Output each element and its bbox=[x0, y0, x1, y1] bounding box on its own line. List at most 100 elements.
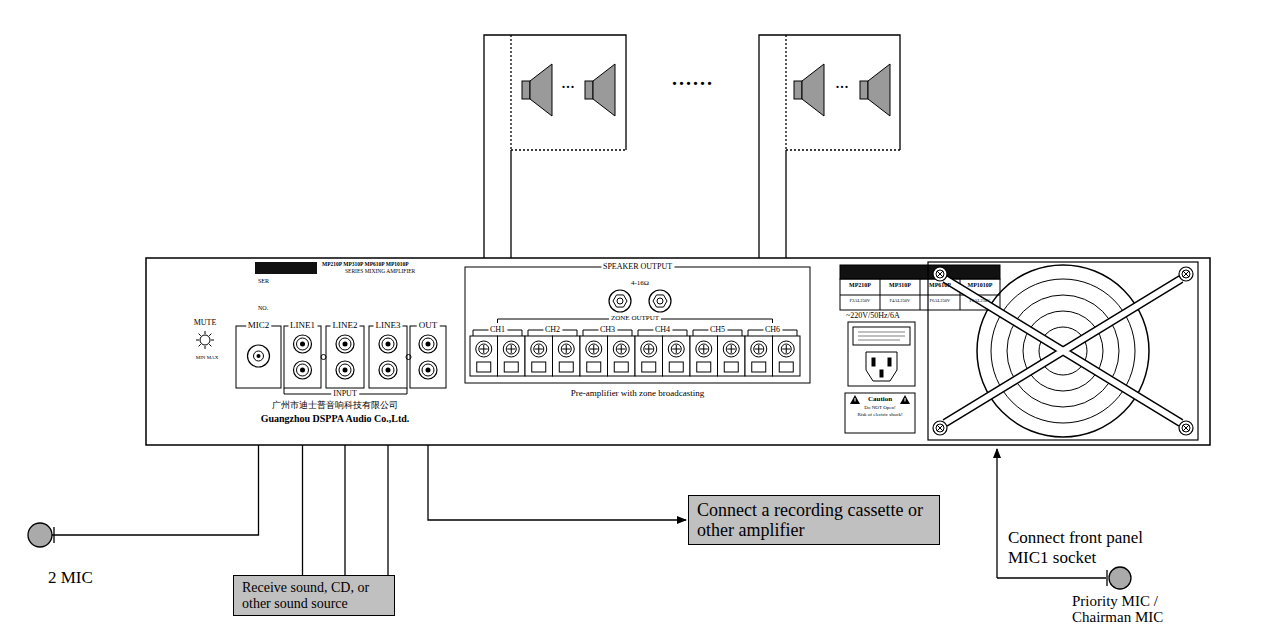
fan-screw bbox=[933, 421, 947, 435]
terminal bbox=[608, 336, 636, 376]
channel-label: CH5 bbox=[708, 325, 727, 334]
speaker-symbol bbox=[860, 64, 890, 116]
channel-bracket bbox=[473, 330, 797, 336]
rca-jack bbox=[294, 335, 312, 353]
rear-panel bbox=[146, 258, 1210, 445]
warning-triangle bbox=[900, 395, 910, 404]
ellipsis-mark: ... bbox=[561, 72, 575, 93]
table-cell: MP210P bbox=[849, 282, 871, 289]
caution-title: Caution bbox=[868, 395, 892, 403]
jack-label: LINE3 bbox=[374, 320, 403, 330]
microphone-symbol bbox=[1109, 567, 1131, 589]
power-rating: ~220V/50Hz/6A bbox=[846, 311, 900, 320]
speaker-output-frame bbox=[465, 267, 810, 383]
speaker-symbol bbox=[522, 64, 552, 116]
callout-box: Connect a recording cassette or other am… bbox=[688, 495, 940, 545]
mic-jack bbox=[248, 345, 270, 367]
channel-label: CH4 bbox=[653, 325, 672, 334]
impedance-label: 4-16Ω bbox=[631, 279, 649, 287]
fan-grill bbox=[928, 262, 1198, 440]
speaker-symbol bbox=[585, 64, 615, 116]
rca-jack bbox=[294, 361, 312, 379]
rca-jack bbox=[336, 335, 354, 353]
power-inlet bbox=[866, 352, 897, 381]
control-range: MIN MAX bbox=[196, 355, 219, 361]
mute-knob bbox=[200, 335, 210, 345]
mic-jack bbox=[248, 345, 270, 367]
callout-wire bbox=[996, 449, 997, 578]
input-section bbox=[236, 326, 446, 394]
jack-label: LINE1 bbox=[288, 320, 317, 330]
callout-label: Connect front panel MIC1 socket bbox=[1008, 528, 1168, 567]
terminal bbox=[498, 336, 526, 376]
callout-text: Connect a recording cassette or other am… bbox=[697, 500, 931, 540]
microphone-symbol bbox=[1106, 570, 1107, 586]
rca-jack bbox=[379, 335, 397, 353]
microphone-symbol bbox=[1107, 567, 1131, 589]
terminal bbox=[690, 336, 718, 376]
input-section bbox=[321, 355, 326, 360]
channel-label: CH2 bbox=[543, 325, 562, 334]
channel-label: CH1 bbox=[488, 325, 507, 334]
terminal bbox=[635, 336, 663, 376]
maker-name: 广州市迪士普音响科技有限公司 bbox=[272, 400, 398, 410]
callout-label: Priority MIC / Chairman MIC bbox=[1072, 594, 1197, 626]
caution-note: Do NOT Open! bbox=[864, 405, 895, 411]
callout-wire bbox=[302, 445, 303, 575]
callout-label: 2 MIC bbox=[48, 568, 93, 588]
terminal bbox=[773, 336, 801, 376]
rca-jack bbox=[419, 361, 437, 379]
section-label: ZONE OUTPUT bbox=[609, 314, 661, 322]
model-list: MP210P MP310P MP610P MP1010P bbox=[322, 261, 409, 267]
fan-grill bbox=[945, 279, 1181, 423]
table-cell: F8AL250V bbox=[970, 298, 991, 303]
warning-triangle bbox=[850, 395, 860, 404]
input-section bbox=[284, 326, 321, 388]
input-section bbox=[410, 326, 446, 388]
callout-wire bbox=[62, 445, 259, 535]
binding-post bbox=[649, 290, 671, 312]
fuse-table bbox=[840, 265, 1000, 279]
input-section bbox=[406, 355, 411, 360]
jack-label: OUT bbox=[417, 320, 440, 330]
mute-knob bbox=[196, 331, 214, 349]
callout-text: Receive sound, CD, or other sound source bbox=[242, 580, 386, 611]
rca-jack bbox=[419, 335, 437, 353]
speaker-box bbox=[511, 35, 626, 150]
terminal bbox=[470, 336, 498, 376]
callout-box: Receive sound, CD, or other sound source bbox=[233, 575, 395, 616]
power-inlet bbox=[858, 332, 905, 340]
terminal bbox=[745, 336, 773, 376]
callout-wire bbox=[387, 445, 388, 575]
caution-box bbox=[845, 393, 915, 433]
table-cell: F6AL250V bbox=[930, 298, 951, 303]
fan-screw bbox=[933, 267, 947, 281]
channel-label: CH3 bbox=[598, 325, 617, 334]
terminal bbox=[663, 336, 691, 376]
microphone-symbol bbox=[28, 523, 52, 547]
table-cell: F3AL250V bbox=[850, 298, 871, 303]
rca-jack bbox=[379, 361, 397, 379]
jack-label: LINE2 bbox=[331, 320, 360, 330]
callout-wire bbox=[997, 577, 1106, 578]
terminal bbox=[580, 336, 608, 376]
power-inlet bbox=[848, 322, 915, 386]
mic-jack bbox=[257, 354, 261, 358]
serial-label: SER bbox=[258, 278, 269, 285]
table-cell: MP1010P bbox=[968, 282, 993, 289]
caution-note: Risk of electric shock! bbox=[857, 412, 902, 418]
binding-post bbox=[609, 290, 631, 312]
rca-jack bbox=[336, 361, 354, 379]
speaker-box bbox=[786, 35, 900, 150]
power-inlet bbox=[848, 322, 915, 386]
power-inlet bbox=[853, 327, 910, 345]
terminal bbox=[553, 336, 581, 376]
serial-plate bbox=[255, 262, 317, 274]
microphone-symbol bbox=[28, 523, 62, 547]
section-label: INPUT bbox=[331, 389, 359, 398]
microphone-symbol bbox=[52, 527, 62, 543]
mic-jack bbox=[254, 351, 264, 361]
mute-knob bbox=[196, 331, 214, 349]
number-label: NO. bbox=[258, 305, 268, 312]
fan-screw bbox=[1179, 267, 1193, 281]
